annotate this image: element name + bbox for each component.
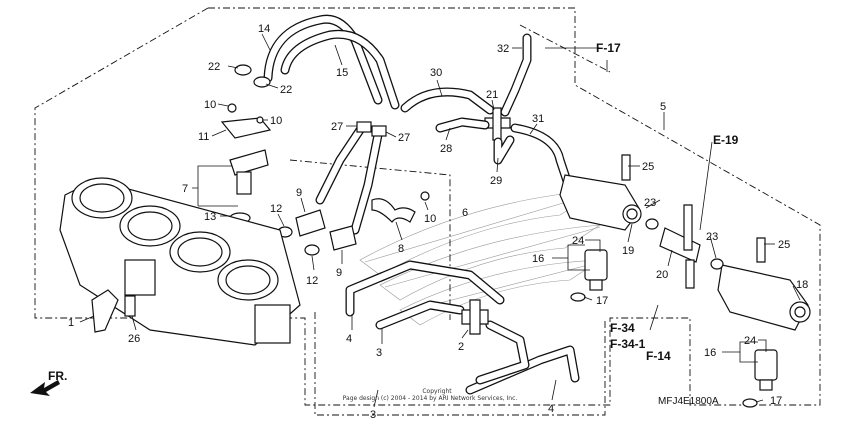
- callout-28: 28: [440, 143, 452, 155]
- callout-26: 26: [128, 333, 140, 345]
- callout-21: 21: [486, 89, 498, 101]
- callout-20: 20: [656, 269, 668, 281]
- callout-23: 23: [706, 231, 718, 243]
- sensor-7: [220, 103, 272, 224]
- callout-3: 3: [370, 409, 376, 421]
- callout-6: 6: [462, 207, 468, 219]
- callout-23: 23: [644, 197, 656, 209]
- hose-31: [510, 123, 575, 195]
- callout-2: 2: [458, 341, 464, 353]
- copyright-title: Copyright: [422, 388, 452, 395]
- sub-group-outline-5: [519, 24, 611, 73]
- callout-29: 29: [490, 175, 502, 187]
- callout-32: 32: [497, 43, 509, 55]
- ref-f34-1: F-34-1: [610, 337, 646, 351]
- callout-10: 10: [424, 213, 436, 225]
- callout-22: 22: [208, 61, 220, 73]
- leader-lines: [79, 33, 801, 408]
- hose-15: [263, 14, 400, 110]
- callout-5: 5: [660, 101, 666, 113]
- callout-30: 30: [430, 67, 442, 79]
- hose-28: [435, 117, 490, 133]
- throttle-body: [59, 177, 301, 346]
- front-arrow: [30, 380, 60, 396]
- hose-32: [500, 33, 532, 117]
- callout-4: 4: [548, 403, 554, 415]
- section-references: F-17 E-19 F-34 F-34-1 F-14 FR.: [48, 41, 739, 383]
- callout-11: 11: [198, 131, 209, 143]
- callout-17: 17: [770, 395, 782, 407]
- callout-8: 8: [398, 243, 404, 255]
- callout-14: 14: [258, 23, 270, 35]
- ref-f34: F-34: [610, 321, 635, 335]
- callout-1: 1: [68, 317, 74, 329]
- callout-13: 13: [204, 211, 216, 223]
- fuel-rail-18: [710, 237, 811, 331]
- callout-9: 9: [336, 267, 342, 279]
- callout-9: 9: [296, 187, 302, 199]
- copyright-text: Page design (c) 2004 - 2014 by ARI Netwo…: [343, 395, 518, 402]
- joint-2: [461, 299, 489, 335]
- callout-15: 15: [336, 67, 348, 79]
- callout-27: 27: [331, 121, 343, 133]
- hose-29: [493, 135, 515, 165]
- callout-24: 24: [572, 235, 584, 247]
- ref-fr: FR.: [48, 369, 67, 383]
- sensor-1: [91, 289, 136, 333]
- callout-labels: 14 15 22 22 30 32 21 31 28 29 27 27 10 1…: [68, 23, 808, 421]
- callout-25: 25: [642, 161, 654, 173]
- callout-27: 27: [398, 132, 410, 144]
- callout-7: 7: [182, 183, 188, 195]
- callout-31: 31: [532, 113, 544, 125]
- clamp-22: [234, 64, 271, 88]
- callout-24: 24: [744, 335, 756, 347]
- callout-4: 4: [346, 333, 352, 345]
- main-group-outline: [34, 7, 821, 406]
- callout-3: 3: [376, 347, 382, 359]
- joint-20: [659, 204, 701, 289]
- joint-9: [295, 209, 357, 251]
- callout-10: 10: [204, 99, 216, 111]
- bracket-8: [371, 191, 430, 223]
- hose-27: [315, 121, 387, 235]
- callout-12: 12: [306, 275, 318, 287]
- callout-25: 25: [778, 239, 790, 251]
- callout-18: 18: [796, 279, 808, 291]
- callout-22: 22: [280, 84, 292, 96]
- callout-12: 12: [270, 203, 282, 215]
- callout-16: 16: [532, 253, 544, 265]
- fuel-rail-19: [559, 154, 659, 231]
- diagram-code: MFJ4E1800A: [658, 396, 719, 407]
- hose-3: [375, 300, 530, 385]
- ref-f14: F-14: [646, 349, 671, 363]
- inner-hose-outline: [314, 312, 606, 416]
- callout-19: 19: [622, 245, 634, 257]
- ref-f17: F-17: [596, 41, 621, 55]
- ref-e19: E-19: [713, 133, 739, 147]
- callout-16: 16: [704, 347, 716, 359]
- callout-17: 17: [596, 295, 608, 307]
- hose-30: [400, 87, 495, 115]
- callout-10: 10: [270, 115, 282, 127]
